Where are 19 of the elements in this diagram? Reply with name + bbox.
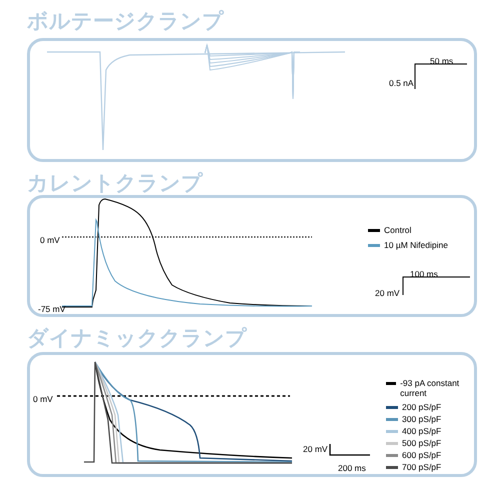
scale-label: -75 mV	[38, 304, 66, 314]
scale-label: 20 mV	[303, 444, 328, 454]
legend-label: 400 pS/pF	[402, 426, 442, 436]
scale-label: 0 mV	[40, 235, 60, 245]
legend-label: -93 pA constant current	[400, 378, 460, 398]
legend-label: Control	[384, 225, 412, 235]
panel-heading: ダイナミッククランプ	[27, 325, 247, 351]
scale-label: 20 mV	[375, 288, 400, 298]
legend-label: 200 pS/pF	[402, 402, 442, 412]
scale-label: 200 ms	[338, 463, 366, 473]
legend-label: 700 pS/pF	[402, 462, 442, 472]
legend-label: 300 pS/pF	[402, 414, 442, 424]
scale-label: 0.5 nA	[389, 78, 414, 88]
legend-label: 600 pS/pF	[402, 450, 442, 460]
panel-heading: ボルテージクランプ	[27, 8, 224, 34]
panel-heading: カレントクランプ	[27, 170, 203, 196]
legend-label: 500 pS/pF	[402, 438, 442, 448]
legend-label: 10 µM Nifedipine	[384, 240, 448, 250]
scale-label: 0 mV	[33, 394, 53, 404]
